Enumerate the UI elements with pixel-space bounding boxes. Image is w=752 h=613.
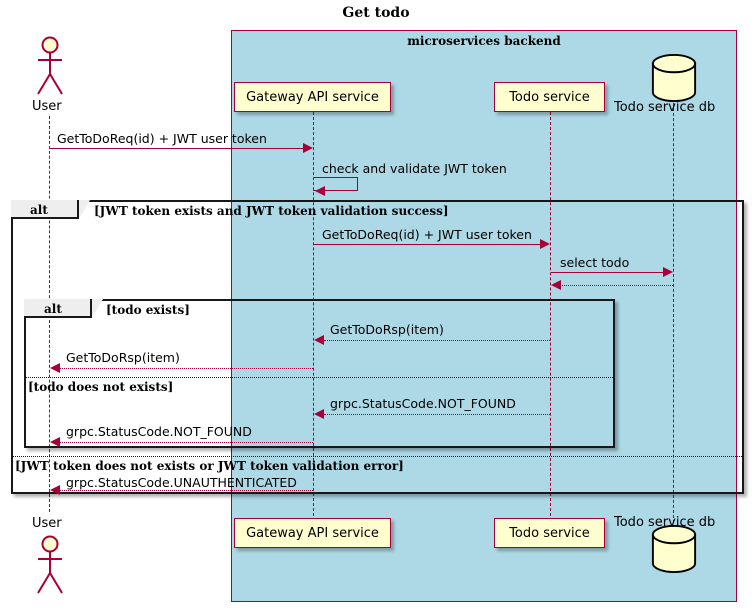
database-label-top: Todo service db [614, 100, 716, 115]
fragment-alt-outer-condition: [JWT token exists and JWT token validati… [94, 204, 449, 218]
fragment-alt-inner-tab-notch [92, 299, 103, 318]
participant-gateway-api-service-bottom[interactable]: Gateway API service [234, 518, 391, 548]
lifeline-gateway [313, 112, 314, 516]
message-line-m6 [324, 340, 550, 341]
message-line-m1 [50, 148, 306, 149]
actor-user-bottom[interactable] [33, 535, 67, 597]
message-label-m2: check and validate JWT token [322, 161, 507, 176]
message-line-m3 [314, 244, 543, 245]
database-icon-todo-service-db-top[interactable] [650, 54, 698, 102]
message-label-m4: select todo [560, 255, 630, 270]
message-label-m9: grpc.StatusCode.NOT_FOUND [66, 424, 252, 439]
fragment-alt-outer-tab [11, 200, 79, 219]
actor-label-user-bottom: User [32, 516, 62, 531]
participant-gateway-api-service-top[interactable]: Gateway API service [234, 82, 391, 112]
fragment-alt-outer-divider [13, 456, 742, 457]
message-label-m7: GetToDoRsp(item) [66, 350, 180, 365]
participant-label: Todo service [509, 89, 590, 105]
participant-todo-service-top[interactable]: Todo service [494, 82, 605, 112]
message-line-m5 [553, 285, 673, 286]
lifeline-todo [550, 112, 551, 516]
message-label-m1: GetToDoReq(id) + JWT user token [57, 131, 267, 146]
database-icon-todo-service-db-bottom[interactable] [650, 525, 698, 573]
arrow-head-m6 [314, 335, 324, 345]
arrow-head-m1 [303, 143, 313, 153]
database-label-bottom: Todo service db [614, 515, 716, 530]
fragment-alt-outer [11, 200, 744, 494]
group-label: microservices backend [407, 34, 561, 48]
message-label-m8: grpc.StatusCode.NOT_FOUND [330, 396, 516, 411]
participant-label: Gateway API service [246, 89, 379, 105]
group-box-microservices-backend [231, 30, 737, 602]
arrow-head-m8 [314, 409, 324, 419]
message-line-m9 [60, 442, 313, 443]
fragment-alt-outer-keyword: alt [30, 203, 48, 217]
participant-label: Gateway API service [246, 525, 379, 541]
message-label-m3: GetToDoReq(id) + JWT user token [322, 227, 532, 242]
arrow-head-m10 [50, 485, 60, 495]
fragment-alt-inner-keyword: alt [44, 302, 62, 316]
arrow-head-m4 [663, 267, 673, 277]
self-message-box-m2 [313, 177, 358, 191]
message-label-m10: grpc.StatusCode.UNAUTHENTICATED [66, 475, 297, 490]
fragment-alt-inner [24, 299, 615, 448]
fragment-alt-outer-else-condition: [JWT token does not exists or JWT token … [15, 459, 404, 473]
message-line-m10 [60, 490, 313, 491]
fragment-alt-outer-tab-notch [79, 200, 90, 219]
actor-shadow-group [37, 36, 63, 95]
fragment-alt-inner-divider [26, 377, 613, 378]
arrow-head-m2 [315, 186, 325, 196]
message-line-m7 [60, 368, 313, 369]
arrow-head-m3 [540, 239, 550, 249]
actor-user-top[interactable] [33, 36, 67, 98]
message-line-m4 [551, 272, 666, 273]
fragment-alt-inner-condition: [todo exists] [106, 303, 190, 317]
fragment-alt-inner-tab [24, 299, 92, 318]
actor-label-user-top: User [32, 99, 62, 114]
fragment-alt-inner-else-condition: [todo does not exists] [28, 380, 174, 394]
participant-todo-service-bottom[interactable]: Todo service [494, 518, 605, 548]
arrow-head-m5 [551, 280, 561, 290]
participant-label: Todo service [509, 525, 590, 541]
message-label-m6: GetToDoRsp(item) [330, 322, 444, 337]
arrow-head-m7 [50, 363, 60, 373]
diagram-title: Get todo [342, 5, 410, 21]
arrow-head-m9 [50, 437, 60, 447]
lifeline-db [673, 103, 674, 523]
message-line-m8 [324, 414, 550, 415]
